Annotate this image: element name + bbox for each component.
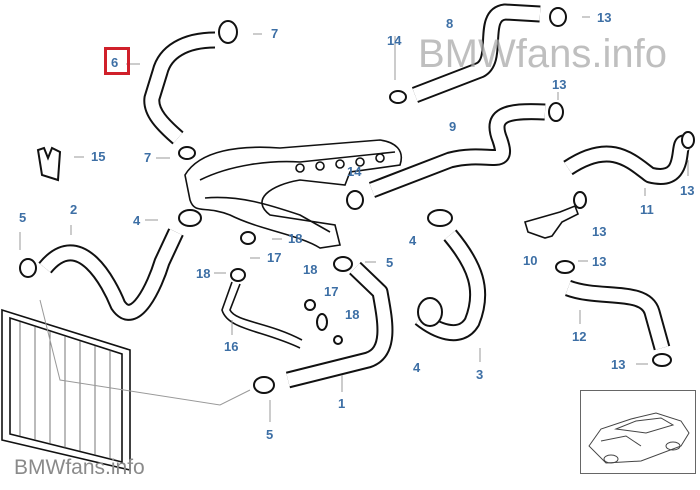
- part-label-7[interactable]: 7: [144, 150, 152, 165]
- hose-3: [414, 229, 487, 342]
- part-label-5[interactable]: 5: [266, 427, 274, 442]
- part-label-4[interactable]: 4: [409, 233, 417, 248]
- part-label-10[interactable]: 10: [523, 253, 538, 268]
- part-label-14[interactable]: 14: [347, 164, 362, 179]
- watermark-top: BMWfans.info: [418, 32, 667, 76]
- part-label-4[interactable]: 4: [413, 360, 421, 375]
- part-label-13[interactable]: 13: [592, 224, 607, 239]
- part-label-18[interactable]: 18: [345, 307, 360, 322]
- part-label-6[interactable]: 6: [111, 55, 119, 70]
- part-label-14[interactable]: 14: [387, 33, 402, 48]
- part-label-9[interactable]: 9: [449, 119, 457, 134]
- car-locator-inset: [580, 390, 696, 474]
- part-label-7[interactable]: 7: [271, 26, 279, 41]
- hose-2: [38, 228, 184, 321]
- part-label-5[interactable]: 5: [386, 255, 394, 270]
- part-label-18[interactable]: 18: [288, 231, 303, 246]
- hose-16: [221, 281, 303, 349]
- hose-1: [285, 261, 394, 389]
- manifold: [184, 139, 402, 249]
- part-label-13[interactable]: 13: [597, 10, 612, 25]
- watermark-bottom: BMWfans.info: [14, 456, 145, 479]
- part-label-18[interactable]: 18: [196, 266, 211, 281]
- hose-8: [411, 3, 541, 103]
- part-label-15[interactable]: 15: [91, 149, 106, 164]
- part-label-1[interactable]: 1: [338, 396, 346, 411]
- part-label-18[interactable]: 18: [303, 262, 318, 277]
- hose-10-tee: [524, 204, 580, 239]
- hose-6: [143, 31, 216, 145]
- part-label-13[interactable]: 13: [680, 183, 695, 198]
- part-label-17[interactable]: 17: [324, 284, 339, 299]
- part-label-8[interactable]: 8: [446, 16, 454, 31]
- part-label-13[interactable]: 13: [611, 357, 626, 372]
- part-label-11[interactable]: 11: [640, 202, 654, 217]
- part-label-13[interactable]: 13: [592, 254, 607, 269]
- hose-9: [368, 103, 546, 198]
- part-label-2[interactable]: 2: [70, 202, 78, 217]
- part-label-13[interactable]: 13: [552, 77, 567, 92]
- clamps: [19, 7, 695, 394]
- part-label-16[interactable]: 16: [224, 339, 239, 354]
- hose-11: [563, 134, 692, 185]
- car-icon: [588, 412, 690, 464]
- part-label-5[interactable]: 5: [19, 210, 27, 225]
- part-label-4[interactable]: 4: [133, 213, 141, 228]
- part-label-3[interactable]: 3: [476, 367, 484, 382]
- part-label-17[interactable]: 17: [267, 250, 282, 265]
- radiator: [1, 308, 131, 472]
- highlight-box: [104, 47, 130, 75]
- part-label-12[interactable]: 12: [572, 329, 587, 344]
- hose-12: [565, 279, 671, 351]
- leader-lines: [19, 16, 689, 422]
